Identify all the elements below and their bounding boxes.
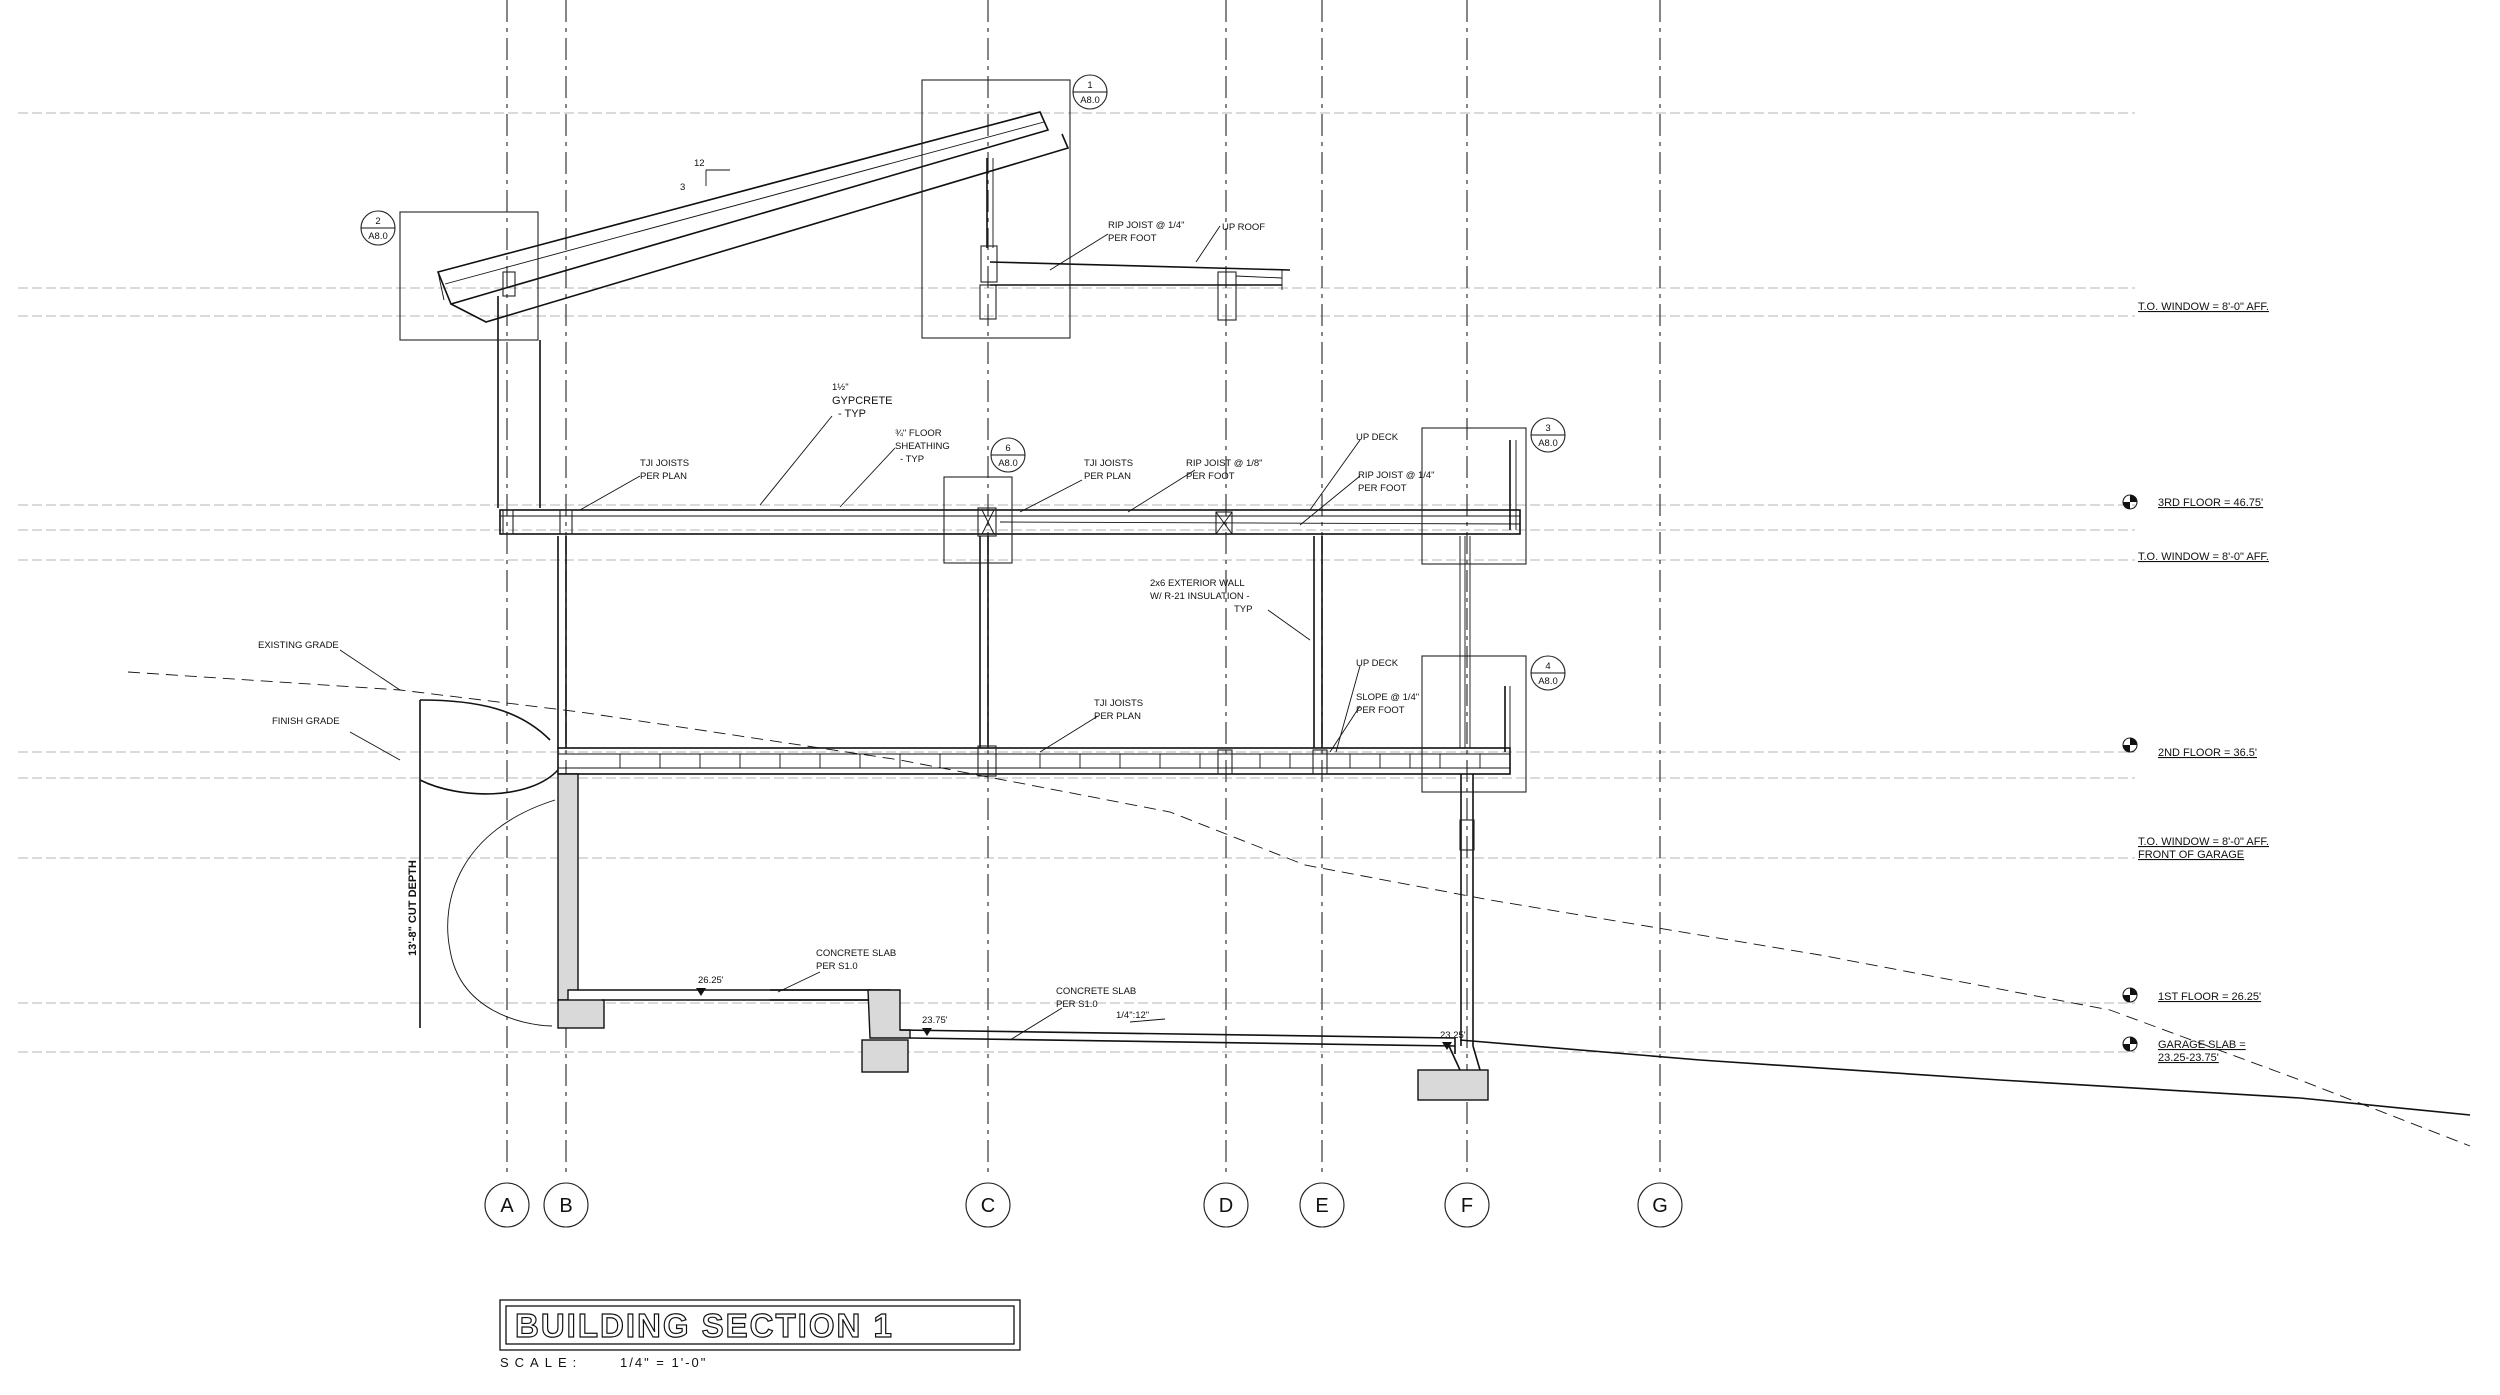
grid-bubble-b[interactable]: B — [543, 1182, 589, 1228]
level-second-floor: 2ND FLOOR = 36.5' — [2158, 747, 2257, 759]
ext-wall-line1: 2x6 EXTERIOR WALL — [1150, 578, 1245, 589]
roof-slope-rise: 12 — [694, 158, 705, 169]
detail-callout-1[interactable]: 1 A8.0 — [1072, 74, 1108, 110]
callout-number: 1 — [1087, 80, 1092, 91]
slope-line1: SLOPE @ 1/4" — [1356, 692, 1419, 703]
grades — [127, 671, 2471, 1147]
foundation — [557, 773, 1489, 1101]
existing-grade-label: EXISTING GRADE — [258, 640, 339, 651]
grid-bubble-f[interactable]: F — [1444, 1182, 1490, 1228]
level-garage-slab-2: 23.25-23.75' — [2158, 1052, 2219, 1064]
finish-grade-label: FINISH GRADE — [272, 716, 340, 727]
up-roof-label: UP ROOF — [1222, 222, 1265, 233]
level-markers — [2122, 494, 2138, 1052]
floor-sheathing-line3: - TYP — [900, 454, 924, 465]
grid-label: B — [559, 1195, 572, 1217]
tji-joists-3-line2: PER PLAN — [1094, 711, 1141, 722]
gypcrete-line1: 1½" — [832, 382, 849, 393]
grid-label: G — [1652, 1195, 1668, 1217]
detail-callout-3[interactable]: 3 A8.0 — [1530, 417, 1566, 453]
floor-sheathing-line2: SHEATHING — [895, 441, 950, 452]
grid-label: D — [1219, 1195, 1233, 1217]
callout-sheet: A8.0 — [368, 231, 388, 242]
annotations: 12 3 RIP JOIST @ 1/4" PER FOOT UP ROOF 1… — [258, 158, 1466, 1041]
grid-label: A — [500, 1195, 514, 1217]
detail-boxes — [399, 79, 1527, 793]
level-to-window-mid: T.O. WINDOW = 8'-0" AFF. — [2138, 551, 2269, 563]
rip-joist-3-line2: PER FOOT — [1358, 483, 1407, 494]
slope-line2: PER FOOT — [1356, 705, 1405, 716]
elevation-2375: 23.75' — [922, 1015, 948, 1026]
callout-number: 4 — [1545, 661, 1550, 672]
level-third-floor: 3RD FLOOR = 46.75' — [2158, 497, 2263, 509]
floor-sheathing-line1: ¾" FLOOR — [895, 428, 942, 439]
level-garage-slab-1: GARAGE SLAB = — [2158, 1039, 2246, 1051]
concrete-slab-1-line2: PER S1.0 — [816, 961, 858, 972]
ext-wall-line2: W/ R-21 INSULATION - — [1150, 591, 1250, 602]
grid-label: C — [981, 1195, 995, 1217]
concrete-slab-1-line1: CONCRETE SLAB — [816, 948, 896, 959]
level-front-of-garage: FRONT OF GARAGE — [2138, 849, 2244, 861]
tji-joists-2-line2: PER PLAN — [1084, 471, 1131, 482]
rip-joist-1-sub: PER FOOT — [1108, 233, 1157, 244]
up-deck-2-label: UP DECK — [1356, 658, 1399, 669]
title-block: BUILDING SECTION 1 SCALE: 1/4" = 1'-0" — [499, 1299, 1021, 1370]
callout-number: 3 — [1545, 423, 1550, 434]
grid-label: E — [1315, 1195, 1328, 1217]
grid-bubble-c[interactable]: C — [965, 1182, 1011, 1228]
gypcrete-line3: - TYP — [838, 408, 866, 420]
third-floor-structure — [499, 440, 1521, 537]
detail-callout-6[interactable]: 6 A8.0 — [990, 437, 1026, 473]
grid-label: F — [1461, 1195, 1473, 1217]
level-lines — [18, 112, 2135, 1053]
level-to-window-upper: T.O. WINDOW = 8'-0" AFF. — [2138, 301, 2269, 313]
level-to-window-lower: T.O. WINDOW = 8'-0" AFF. — [2138, 836, 2269, 848]
rip-joist-2-line1: RIP JOIST @ 1/8" — [1186, 458, 1263, 469]
elevation-2625: 26.25' — [698, 975, 724, 986]
section-title: BUILDING SECTION 1 — [515, 1307, 894, 1344]
callout-sheet: A8.0 — [998, 458, 1018, 469]
slab-slope-label: 1/4":12" — [1116, 1010, 1149, 1021]
tji-joists-2-line1: TJI JOISTS — [1084, 458, 1133, 469]
callout-number: 6 — [1005, 443, 1010, 454]
detail-callout-2[interactable]: 2 A8.0 — [360, 210, 396, 246]
roof-structure — [436, 111, 1291, 508]
level-first-floor: 1ST FLOOR = 26.25' — [2158, 991, 2261, 1003]
ext-wall-line3: TYP — [1234, 604, 1252, 615]
grid-bubble-e[interactable]: E — [1299, 1182, 1345, 1228]
level-labels: T.O. WINDOW = 8'-0" AFF. 3RD FLOOR = 46.… — [2138, 301, 2269, 1064]
walls — [557, 536, 1471, 748]
tji-joists-1-line2: PER PLAN — [640, 471, 687, 482]
callout-number: 2 — [375, 216, 380, 227]
grid-bubble-a[interactable]: A — [484, 1182, 530, 1228]
elevation-markers — [696, 988, 1452, 1050]
grid-bubble-d[interactable]: D — [1203, 1182, 1249, 1228]
cut-depth-label: 13'-8" CUT DEPTH — [407, 860, 419, 956]
gypcrete-line2: GYPCRETE — [832, 395, 893, 407]
elevation-2325: 23.25' — [1440, 1030, 1466, 1041]
up-deck-1-label: UP DECK — [1356, 432, 1399, 443]
rip-joist-1-label: RIP JOIST @ 1/4" — [1108, 220, 1185, 231]
tji-joists-3-line1: TJI JOISTS — [1094, 698, 1143, 709]
scale-value: 1/4" = 1'-0" — [620, 1355, 707, 1370]
detail-callout-4[interactable]: 4 A8.0 — [1530, 655, 1566, 691]
grid-bubble-g[interactable]: G — [1637, 1182, 1683, 1228]
tji-joists-1-line1: TJI JOISTS — [640, 458, 689, 469]
concrete-slab-2-line1: CONCRETE SLAB — [1056, 986, 1136, 997]
rip-joist-3-line1: RIP JOIST @ 1/4" — [1358, 470, 1435, 481]
callout-sheet: A8.0 — [1080, 95, 1100, 106]
concrete-slab-2-line2: PER S1.0 — [1056, 999, 1098, 1010]
callout-sheet: A8.0 — [1538, 438, 1558, 449]
scale-label: SCALE: — [500, 1355, 582, 1370]
second-floor-structure — [557, 686, 1511, 1046]
callout-sheet: A8.0 — [1538, 676, 1558, 687]
roof-slope-run: 3 — [680, 182, 685, 193]
leader-lines — [339, 225, 1361, 1041]
rip-joist-2-line2: PER FOOT — [1186, 471, 1235, 482]
